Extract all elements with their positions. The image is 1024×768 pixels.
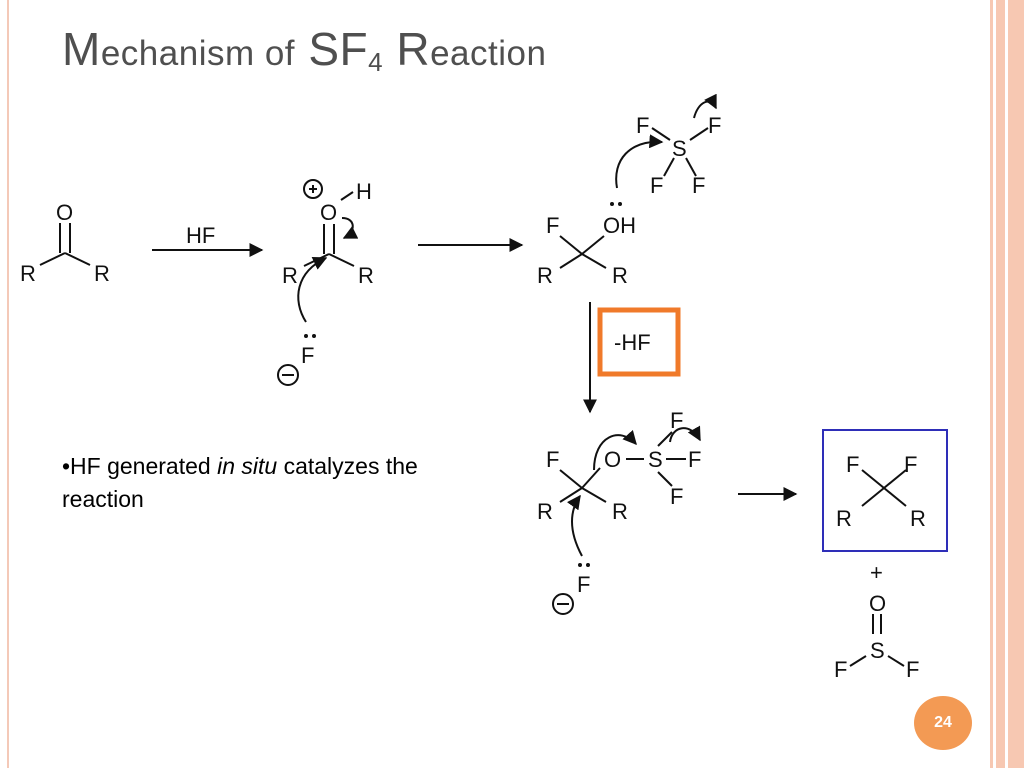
page-number-badge: 24 xyxy=(914,696,972,750)
curved-arrow xyxy=(615,134,664,189)
atom-label: F xyxy=(577,572,590,597)
curved-arrow xyxy=(297,256,328,323)
atom-label: F xyxy=(546,447,559,472)
title-text: eaction xyxy=(430,34,547,73)
atom-label: R xyxy=(612,263,628,288)
bullet-prefix: •HF generated xyxy=(62,453,218,479)
atom-label: F xyxy=(846,452,859,477)
slide-border-stripe xyxy=(1008,0,1024,768)
reagent-label: -HF xyxy=(614,330,651,355)
atom-label: H xyxy=(356,179,372,204)
fluorohydrin-molecule xyxy=(559,235,607,269)
bullet-suffix: catalyzes the reaction xyxy=(62,453,418,512)
thionyl-fluoride-molecule xyxy=(849,614,905,667)
title-initial: R xyxy=(396,23,431,75)
atom-label: R xyxy=(910,506,926,531)
atom-label: S xyxy=(870,638,885,663)
title-subscript: 4 xyxy=(368,47,384,77)
ketone-molecule xyxy=(39,223,91,266)
atom-label: F xyxy=(692,173,705,198)
alkoxysulfur-intermediate xyxy=(559,431,686,503)
bullet-italic: in situ xyxy=(217,453,278,479)
atom-label: F xyxy=(688,447,701,472)
atom-label: R xyxy=(537,263,553,288)
atom-label: O xyxy=(56,200,73,225)
atom-label: F xyxy=(636,113,649,138)
scheme-labels: O R R HF O H R R F F OH R R S F F F F -H… xyxy=(20,113,926,682)
atom-label: S xyxy=(648,447,663,472)
atom-label: R xyxy=(612,499,628,524)
reagent-label: HF xyxy=(186,223,215,248)
atom-label: F xyxy=(670,484,683,509)
slide-title: Mechanism of SF4 Reaction xyxy=(62,22,546,89)
atom-label: F xyxy=(301,343,314,368)
curved-arrow xyxy=(693,93,717,119)
slide-border-stripe xyxy=(990,0,993,768)
negative-charge xyxy=(277,364,299,386)
atom-label: R xyxy=(20,261,36,286)
sf4-molecule xyxy=(651,127,709,177)
title-formula: SF xyxy=(308,23,369,75)
atom-label: OH xyxy=(603,213,636,238)
curved-arrow xyxy=(341,217,359,239)
atom-label: R xyxy=(537,499,553,524)
atom-label: O xyxy=(604,447,621,472)
atom-label: F xyxy=(904,452,917,477)
atom-label: F xyxy=(650,173,663,198)
title-initial: M xyxy=(62,23,101,75)
atom-label: R xyxy=(358,263,374,288)
product-highlight-box xyxy=(822,429,948,552)
oxocarbenium-molecule xyxy=(303,179,355,267)
curved-arrow xyxy=(566,494,583,557)
slide-border-left xyxy=(7,0,9,768)
atom-label: F xyxy=(708,113,721,138)
curved-arrow xyxy=(669,425,701,443)
atom-label: O xyxy=(869,591,886,616)
atom-label: F xyxy=(834,657,847,682)
curved-arrow xyxy=(593,429,637,471)
bullet-text: •HF generated in situ catalyzes the reac… xyxy=(62,450,482,516)
atom-label: R xyxy=(94,261,110,286)
title-text: echanism of xyxy=(100,34,296,73)
page-number: 24 xyxy=(934,714,952,731)
slide-border-stripe xyxy=(996,0,1005,768)
atom-label: O xyxy=(320,200,337,225)
gem-difluoride-product xyxy=(861,469,907,507)
atom-label: F xyxy=(906,657,919,682)
atom-label: S xyxy=(672,136,687,161)
atom-label: F xyxy=(670,408,683,433)
plus-sign: + xyxy=(870,560,883,585)
atom-label: R xyxy=(282,263,298,288)
atom-label: F xyxy=(546,213,559,238)
negative-charge xyxy=(552,593,574,615)
atom-label: R xyxy=(836,506,852,531)
reagent-highlight-box xyxy=(597,307,681,377)
